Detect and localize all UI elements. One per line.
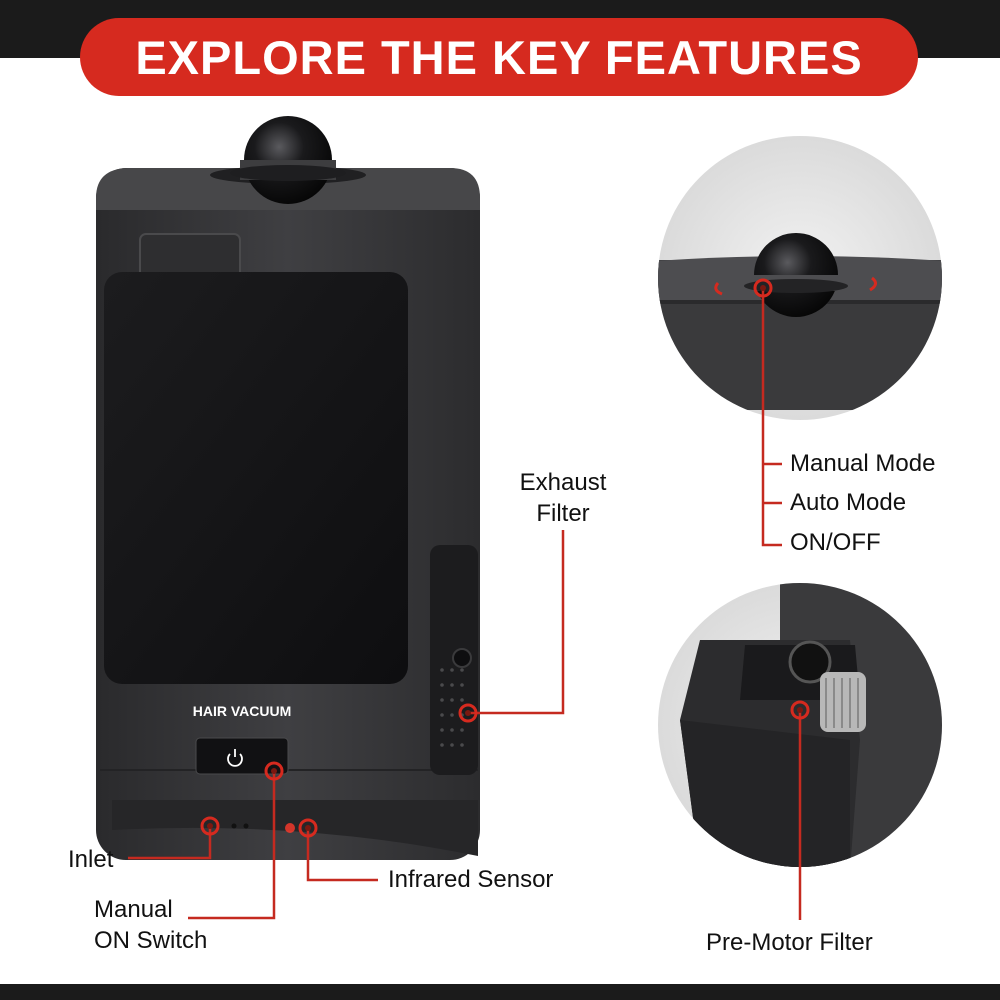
title-banner: EXPLORE THE KEY FEATURES (80, 18, 918, 96)
label-infrared-sensor: Infrared Sensor (388, 866, 554, 893)
marker-inlet (200, 816, 220, 836)
label-on-off: ON/OFF (790, 529, 881, 556)
label-pre-motor-filter: Pre-Motor Filter (706, 929, 873, 956)
label-exhaust-filter: Exhaust Filter (519, 469, 607, 527)
page-title: EXPLORE THE KEY FEATURES (135, 30, 863, 84)
label-inlet: Inlet (68, 846, 114, 873)
hair-vacuum-device: HAIR VACUUM (96, 116, 480, 860)
label-manual-mode: Manual Mode (790, 450, 936, 477)
marker-exhaust (458, 703, 478, 723)
bottom-band (0, 984, 1000, 1000)
callout-markers (200, 278, 810, 838)
marker-switch (264, 761, 284, 781)
callout-lines (128, 288, 802, 920)
marker-infrared (298, 818, 318, 838)
detail-circle-top (658, 136, 942, 420)
marker-knob (753, 278, 773, 298)
power-icon (227, 749, 243, 767)
front-panel (104, 272, 408, 684)
label-manual-on-switch: Manual ON Switch (94, 896, 208, 954)
detail-circle-bottom (658, 583, 942, 867)
product-badge: HAIR VACUUM (193, 703, 292, 719)
label-auto-mode: Auto Mode (790, 489, 907, 516)
marker-pre-motor (790, 700, 810, 720)
